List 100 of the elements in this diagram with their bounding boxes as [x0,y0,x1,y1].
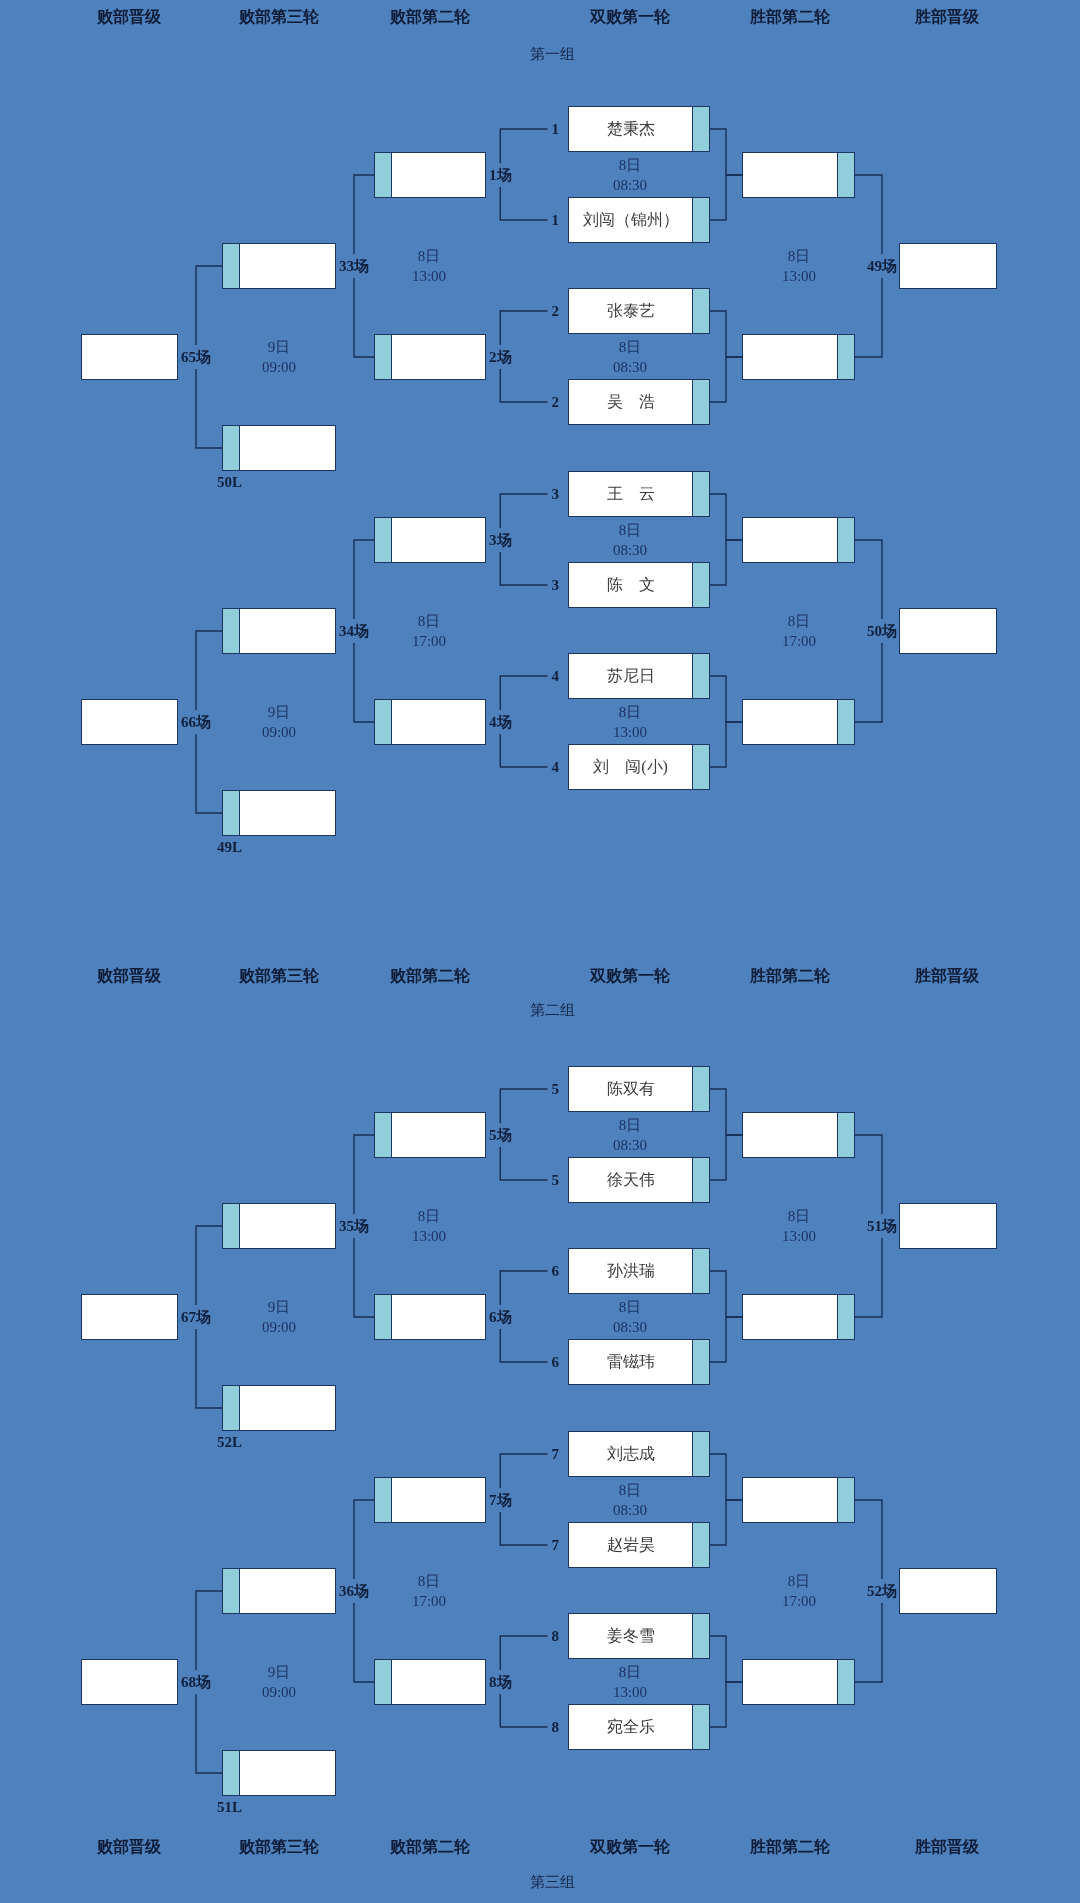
bracket-line [499,1635,549,1671]
match-number: 1 [551,211,559,229]
empty-bracket-slot [742,1112,855,1158]
match-time: 8日 17:00 [781,611,817,650]
bracket-line [353,174,375,255]
bracket-line [195,265,223,346]
column-header: 败部第三轮 [239,1836,319,1857]
column-header: 败部晋级 [97,6,161,27]
match-number: 8 [551,1627,559,1645]
column-header: 双败第一轮 [590,965,670,986]
match-time: 8日 17:00 [411,611,447,650]
column-header: 败部第三轮 [239,6,319,27]
bracket-line [854,174,883,255]
bracket-line [353,1499,375,1580]
bracket-line [709,174,743,221]
match-time: 8日 13:00 [781,246,817,285]
bracket-line [499,368,549,403]
empty-bracket-slot [742,1294,855,1340]
match-time: 8日 08:30 [612,337,648,376]
column-header: 败部晋级 [97,1836,161,1857]
match-number: 6 [551,1262,559,1280]
bracket-line [709,539,743,586]
match-time: 8日 17:00 [411,1571,447,1610]
match-label: 8场 [489,1673,512,1691]
match-label: 7场 [489,1491,512,1509]
match-number: 2 [551,302,559,320]
bracket-line [709,1134,743,1181]
player-name: 宛全乐 [606,1717,655,1737]
player-name: 刘 闯(小) [593,757,668,777]
empty-bracket-slot [742,1477,855,1523]
player-name: 苏尼日 [606,666,655,686]
match-number: 4 [551,667,559,685]
bracket-line [353,642,375,723]
bracket-line [709,1681,743,1728]
player-name: 刘闯（锦州） [582,210,679,230]
match-number: 5 [551,1080,559,1098]
bracket-line [499,186,549,221]
bracket-line [854,277,883,358]
bracket-line [353,277,375,358]
bracket-line [499,1270,549,1306]
match-number: 4 [551,758,559,776]
group-title: 第三组 [529,1873,575,1893]
bracket-line [353,539,375,620]
bracket-line [195,1328,223,1409]
group-title: 第二组 [529,1001,575,1021]
bracket-line [854,1134,883,1215]
match-number: 5 [551,1171,559,1189]
match-label: 5场 [489,1126,512,1144]
match-label: 65场 [181,348,211,366]
bracket-line [709,1499,743,1546]
bracket-line [499,675,549,711]
match-time: 8日 08:30 [612,520,648,559]
bracket-line [854,1237,883,1318]
match-time: 8日 08:30 [612,1297,648,1336]
player-name: 楚秉杰 [606,119,655,139]
column-header: 胜部晋级 [915,1836,979,1857]
match-label: 36场 [339,1582,369,1600]
player-name: 姜冬雪 [606,1626,655,1646]
column-header: 胜部第二轮 [750,1836,830,1857]
column-header: 败部晋级 [97,965,161,986]
column-header: 双败第一轮 [590,6,670,27]
match-label: 6场 [489,1308,512,1326]
loser-source-label: 51L [217,1798,242,1816]
match-label: 33场 [339,257,369,275]
match-label: 34场 [339,622,369,640]
column-header: 胜部第二轮 [750,965,830,986]
bracket-line [854,539,883,620]
match-number: 6 [551,1353,559,1371]
match-time: 8日 13:00 [612,1662,648,1701]
empty-bracket-slot [742,699,855,745]
match-label: 51场 [867,1217,897,1235]
match-number: 8 [551,1718,559,1736]
bracket-line [499,310,549,346]
match-time: 9日 09:00 [261,1297,297,1336]
bracket-line [353,1602,375,1683]
bracket-line [709,1316,743,1363]
match-number: 7 [551,1536,559,1554]
bracket-line [499,733,549,768]
bracket-line [499,1328,549,1363]
column-header: 败部第二轮 [390,1836,470,1857]
group-title: 第一组 [529,45,575,65]
match-time: 8日 13:00 [612,702,648,741]
bracket-line [499,1511,549,1546]
empty-bracket-slot [742,152,855,198]
match-label: 52场 [867,1582,897,1600]
bracket-line [854,1499,883,1580]
player-name: 徐天伟 [606,1170,655,1190]
match-time: 8日 08:30 [612,155,648,194]
bracket-line [353,1134,375,1215]
match-label: 1场 [489,166,512,184]
bracket-line [499,128,549,164]
bracket-line [499,493,549,529]
match-label: 68场 [181,1673,211,1691]
bracket-line [195,1590,223,1671]
match-label: 49场 [867,257,897,275]
player-name: 陈双有 [606,1079,655,1099]
match-time: 8日 13:00 [781,1206,817,1245]
match-label: 50场 [867,622,897,640]
bracket-line [499,551,549,586]
column-header: 败部第二轮 [390,965,470,986]
